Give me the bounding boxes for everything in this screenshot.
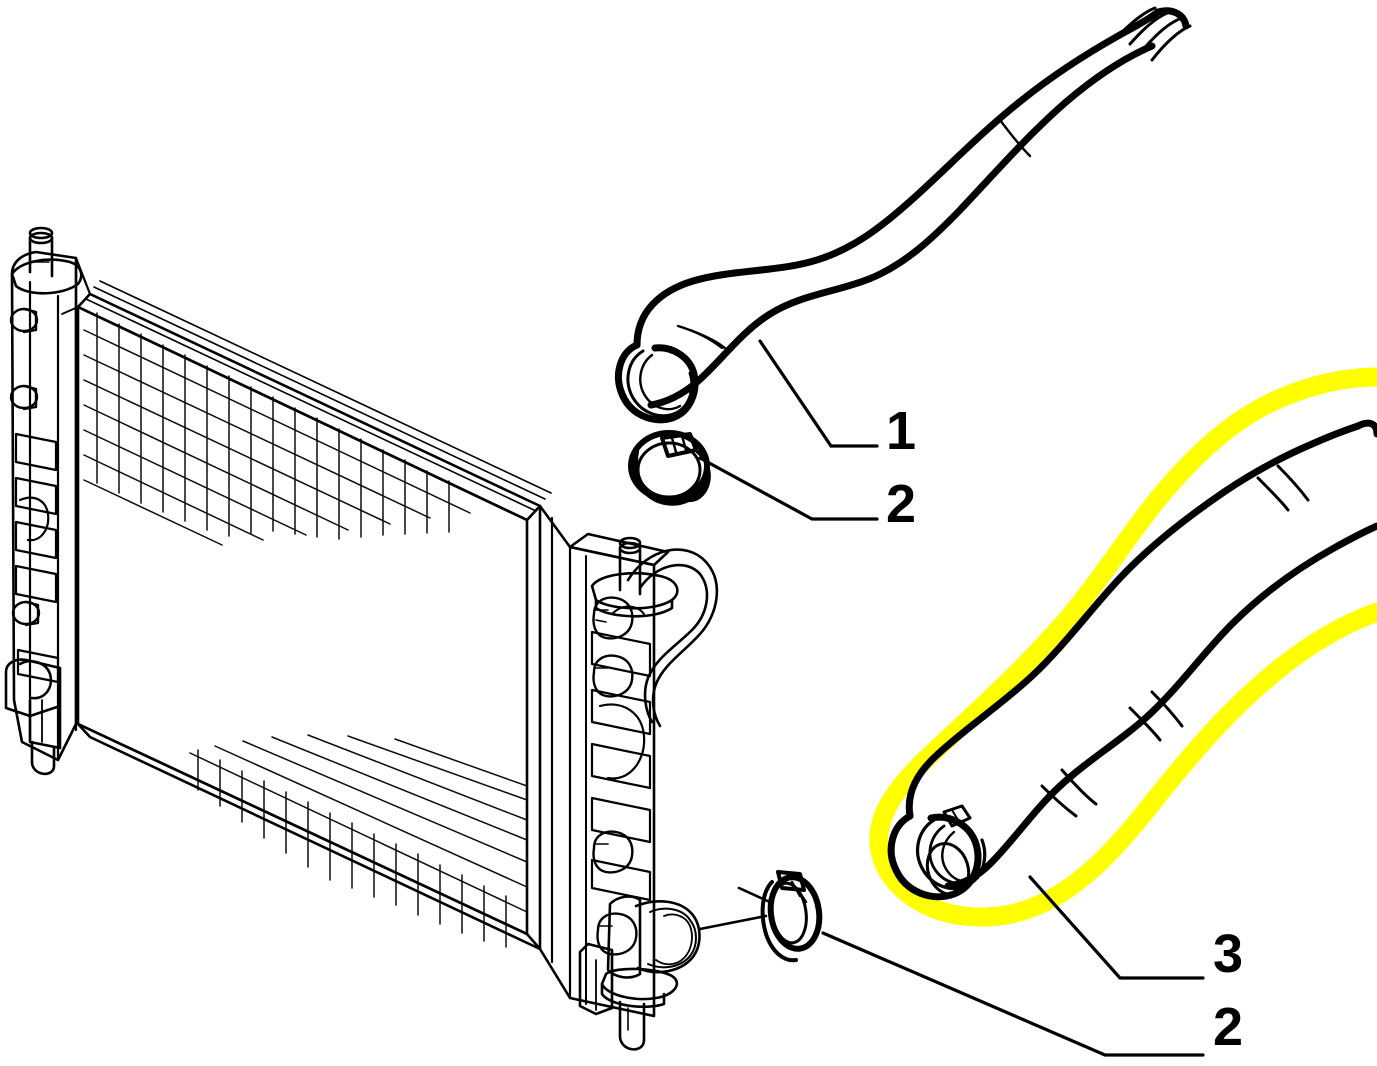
leader-line-clamp-tick — [737, 886, 774, 905]
callout-label-1: 1 — [886, 401, 917, 461]
lower-radiator-hose — [887, 419, 1377, 901]
callout-label-2-top: 2 — [886, 474, 917, 534]
leader-line-2-bottom — [821, 931, 1205, 1057]
radiator-left-tank-ribs — [14, 432, 60, 684]
highlight-outline-part-3 — [869, 367, 1377, 927]
radiator-core-mesh-top — [83, 312, 471, 546]
radiator-right-tank-ribs — [590, 630, 652, 902]
radiator-upper-outlet-neck — [590, 536, 719, 728]
radiator-lower-outlet-spigot — [600, 895, 701, 1051]
leader-line-3 — [1028, 875, 1205, 980]
radiator-filler-neck — [28, 226, 54, 278]
upper-radiator-hose — [615, 6, 1192, 424]
callout-label-2-bottom: 2 — [1213, 997, 1244, 1057]
radiator-core — [76, 280, 552, 951]
leader-line-2-top — [698, 456, 879, 521]
radiator-right-tank — [538, 504, 670, 1018]
radiator-right-mount-bracket — [578, 942, 614, 1016]
callout-label-3: 3 — [1213, 924, 1244, 984]
hose-clamp-lower — [760, 870, 823, 963]
radiator-left-mount-bracket — [4, 658, 62, 776]
radiator-right-tank-pins — [592, 596, 638, 956]
leader-line-spigot-tick — [698, 914, 768, 931]
radiator-left-tank-lugs — [9, 307, 41, 627]
callout-leader-lines — [698, 339, 1205, 1057]
radiator-core-mesh-bottom — [189, 734, 528, 948]
hose-clamp-upper — [628, 430, 711, 506]
radiator-assembly — [4, 226, 719, 1051]
leader-line-1 — [758, 339, 879, 448]
